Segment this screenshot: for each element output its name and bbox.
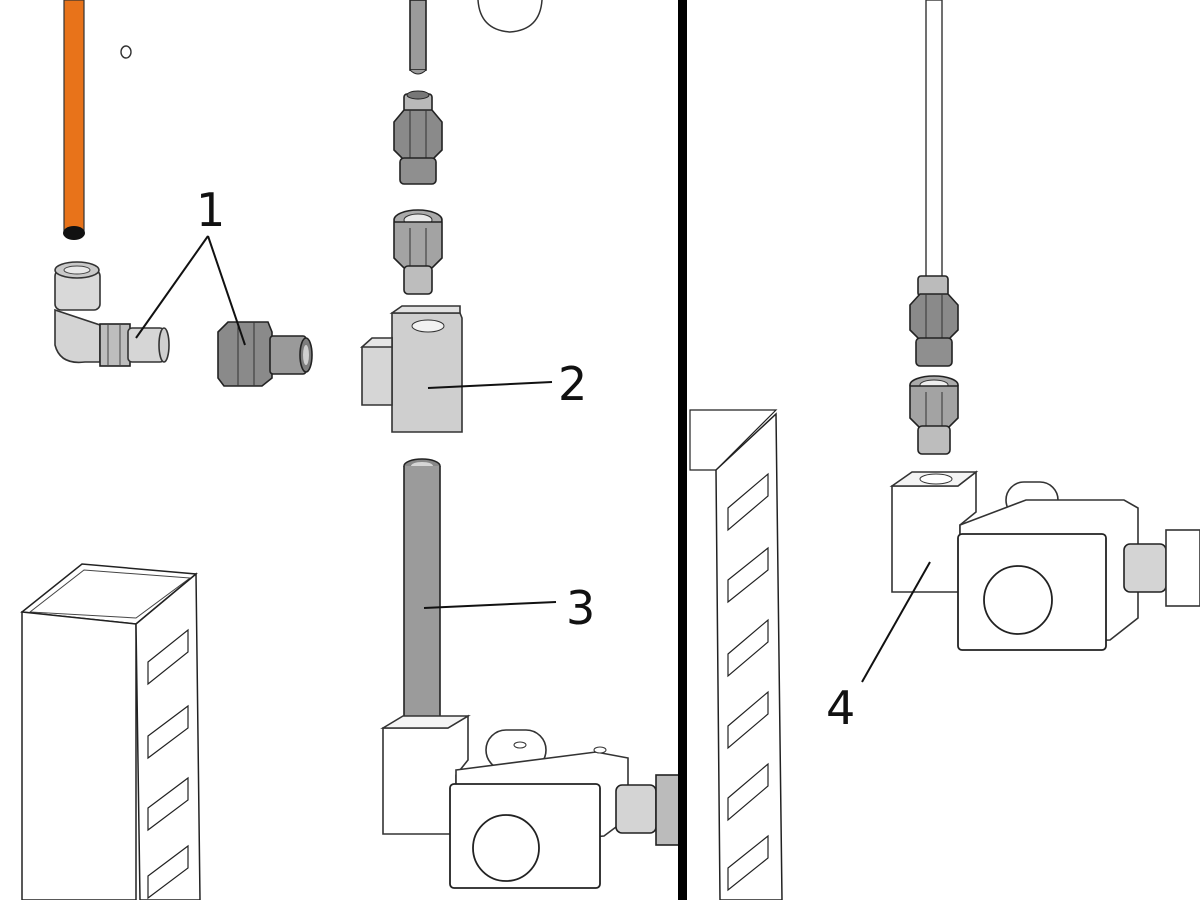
compression-fitting-right (909, 275, 959, 367)
callout-3: 3 (423, 581, 595, 635)
compression-nut (393, 209, 443, 295)
callout-3-label: 3 (566, 581, 595, 635)
panel-divider (678, 0, 687, 900)
compression-nut-right (909, 375, 959, 455)
callout-4: 4 (826, 561, 931, 735)
callout-4-label: 4 (826, 681, 855, 735)
left-panel-exploded-view: 1 2 3 (20, 0, 681, 900)
callout-2-label: 2 (558, 357, 587, 411)
orange-tube (63, 0, 85, 240)
circular-cutout-top (477, 0, 543, 33)
thin-tube-top (409, 0, 427, 75)
thin-tube-right (925, 0, 943, 283)
hex-adapter-fitting (217, 321, 313, 387)
solenoid-valve-assembly-left (380, 714, 681, 889)
callout-1: 1 (135, 183, 246, 346)
callout-2: 2 (427, 357, 587, 411)
solenoid-valve-assembly-right (889, 470, 1200, 651)
compression-fitting-upper (393, 90, 443, 185)
frame-channel-left (20, 563, 201, 900)
mounting-hole-icon (120, 45, 132, 59)
right-panel-assembled-view: 4 (689, 0, 1200, 900)
tee-block (359, 305, 463, 433)
callout-1-label: 1 (196, 183, 225, 237)
frame-channel-right (689, 409, 783, 900)
long-tube (403, 458, 441, 725)
elbow-push-fitting (54, 261, 170, 367)
